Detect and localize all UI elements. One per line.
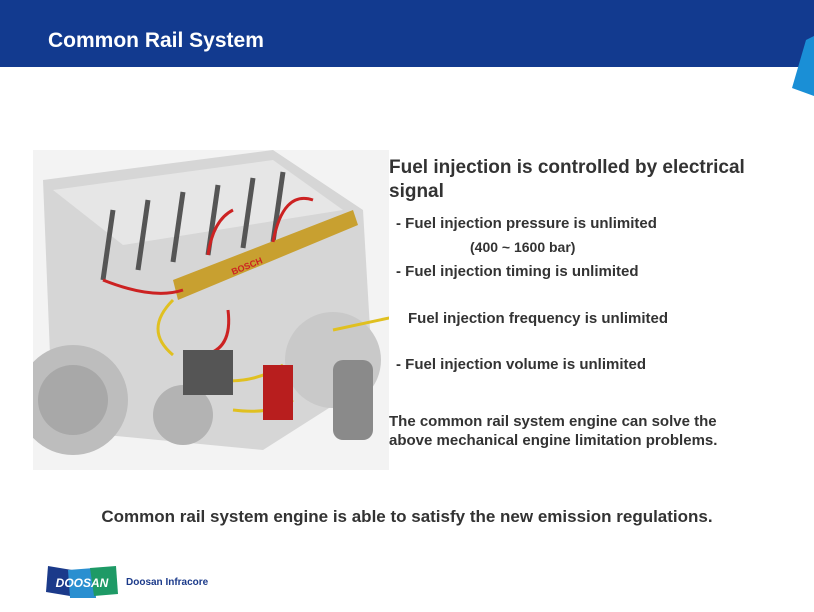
bullet-pressure-range: (400 ~ 1600 bar) <box>470 239 576 255</box>
emission-statement: Common rail system engine is able to sat… <box>101 507 713 526</box>
doosan-logo: DOOSAN <box>46 566 118 598</box>
bullet-frequency: Fuel injection frequency is unlimited <box>408 310 669 327</box>
summary-line-2: above mechanical engine limitation probl… <box>389 432 718 449</box>
bullet-pressure: - Fuel injection pressure is unlimited <box>396 215 657 232</box>
engine-illustration: BOSCH <box>33 150 389 470</box>
header-accent-shape <box>792 36 814 96</box>
slide-title: Common Rail System <box>48 29 264 52</box>
content-heading: Fuel injection is controlled by electric… <box>389 157 745 202</box>
summary-line-1: The common rail system engine can solve … <box>389 413 717 430</box>
svg-text:DOOSAN: DOOSAN <box>56 576 109 590</box>
header-bar <box>0 0 814 67</box>
bullet-volume: - Fuel injection volume is unlimited <box>396 356 647 373</box>
bullet-timing: - Fuel injection timing is unlimited <box>396 263 639 280</box>
summary-text: The common rail system engine can solve … <box>389 412 717 450</box>
company-name: Doosan Infracore <box>126 577 209 588</box>
